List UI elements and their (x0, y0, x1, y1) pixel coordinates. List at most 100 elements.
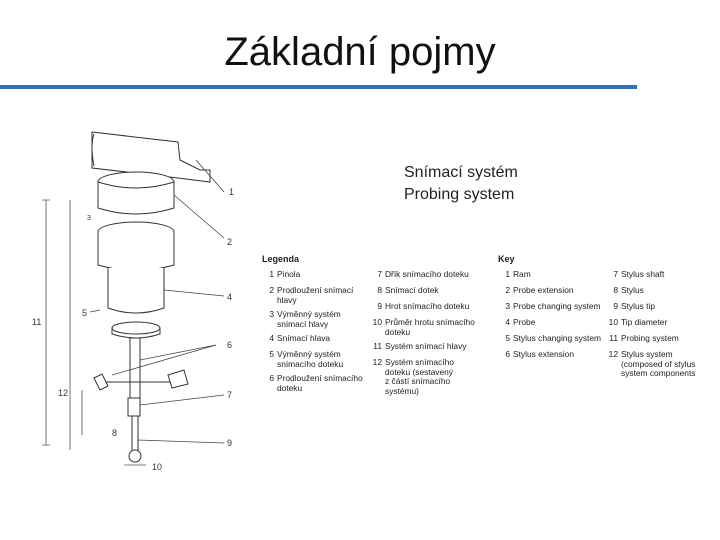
legend-item-line: Pinola (277, 269, 301, 279)
legend-item-number: 7 (377, 269, 382, 279)
legend-item-line: (composed of stylus (621, 358, 696, 369)
diagram-label-10: 10 (152, 462, 162, 472)
legend-item-line: Snímací dotek (385, 285, 439, 295)
legend-item-line: Průměr hrotu snímacího (385, 317, 475, 327)
dimension-lines (42, 199, 146, 466)
legend-item-line: Dřík snímacího doteku (385, 269, 469, 279)
legend-item-text: Ram (513, 269, 531, 280)
legend-item-text: Probing system (621, 333, 679, 344)
diagram-label-4: 4 (227, 292, 232, 302)
legend-item-number: 8 (377, 285, 382, 295)
diagram-label-6: 6 (227, 340, 232, 350)
legend-item-number: 3 (269, 309, 274, 319)
legend-item-line: Stylus (621, 285, 644, 295)
diagram-caption: Snímací systém Probing system (404, 162, 518, 206)
legend-item-line: Probing system (621, 333, 679, 343)
legend-item-line: snímacího doteku (277, 358, 344, 369)
legend-item-line: snímací hlavy (277, 318, 329, 329)
legend-item-line: systému) (385, 385, 419, 396)
leader-lines (89, 159, 225, 444)
slide-title: Základní pojmy (224, 30, 496, 74)
legend-item-number: 10 (608, 317, 618, 327)
diagram-label-3: 3 (87, 215, 91, 222)
legend-english-heading: Key (498, 254, 515, 264)
legend-item-number: 8 (613, 285, 618, 295)
legend-item-text: Systém snímací hlavy (385, 341, 467, 352)
legend-item-number: 6 (505, 349, 510, 359)
legend-item-number: 12 (608, 349, 618, 359)
ram-part (91, 131, 211, 183)
legend-item-number: 6 (269, 373, 274, 383)
legend-item-line: doteku (277, 382, 303, 393)
legend-item-number: 9 (613, 301, 618, 311)
caption-english: Probing system (404, 186, 515, 203)
legend-item-line: system components (621, 368, 696, 378)
diagram-label-12: 12 (58, 388, 68, 398)
legend-item-line: hlavy (277, 294, 297, 305)
legend-item-text: Stylus (621, 285, 644, 296)
diagram-label-7: 7 (227, 390, 232, 400)
legend-item-text: Probe extension (513, 285, 574, 296)
legend-item-number: 9 (377, 301, 382, 311)
legend-item-line: Stylus changing system (513, 333, 601, 343)
legend-item-text: Pinola (277, 269, 301, 280)
diagram-label-2: 2 (227, 237, 232, 247)
probing-system-drawing: 1 2 3 4 5 6 7 8 9 10 11 12 (32, 131, 234, 472)
legend-item-line: Stylus extension (513, 349, 574, 359)
legend-czech-heading: Legenda (262, 254, 300, 264)
legend-item-text: Stylus changing system (513, 333, 601, 344)
legend-item-line: Probe changing system (513, 301, 601, 311)
legend-item-line: Prodloužení snímacího (277, 373, 363, 383)
legend-item-line: Ram (513, 269, 531, 279)
legend-item-number: 2 (269, 285, 274, 295)
legend-item-line: Výměnný systém (277, 349, 341, 359)
legend-item-number: 1 (269, 269, 274, 279)
caption-czech: Snímací systém (404, 164, 518, 181)
legend-item-text: Stylus shaft (621, 269, 665, 280)
legend-item-number: 12 (372, 357, 382, 367)
legend-item-number: 5 (269, 349, 274, 359)
legend-item-line: Probe (513, 317, 536, 327)
legend-item-number: 5 (505, 333, 510, 343)
legend-item-line: Systém snímací hlavy (385, 341, 467, 351)
legend-item-number: 1 (505, 269, 510, 279)
legend-item-line: Prodloužení snímací (277, 285, 354, 295)
legend-item-number: 3 (505, 301, 510, 311)
legend-item-number: 7 (613, 269, 618, 279)
legend-item-line: Tip diameter (621, 317, 668, 327)
legend-item-line: doteku (385, 326, 411, 337)
legend-item-line: z částí snímacího (385, 376, 451, 386)
legend-item-number: 11 (609, 333, 618, 343)
diagram-label-1: 1 (229, 187, 234, 197)
legend-item-text: Probe changing system (513, 301, 601, 312)
legend-item-text: Tip diameter (621, 317, 668, 328)
diagram-label-8: 8 (112, 428, 117, 438)
title-underline (0, 85, 637, 89)
diagram-label-11: 11 (32, 317, 41, 327)
probe-extension-part (97, 171, 175, 215)
legend-item-text: Stylus extension (513, 349, 574, 360)
probe-part (97, 221, 175, 314)
legend-item-number: 10 (372, 317, 382, 327)
legend-item-number: 11 (373, 341, 382, 351)
legend-item-line: Stylus tip (621, 301, 655, 311)
legend-item-line: Výměnný systém (277, 309, 341, 319)
stylus-assembly (93, 337, 189, 463)
legend-item-line: Systém snímacího (385, 357, 454, 367)
legend-item-text: Hrot snímacího doteku (385, 301, 469, 312)
legend-item-text: Snímací hlava (277, 333, 330, 344)
legend-item-line: doteku (sestavený (385, 366, 453, 377)
legend-item-text: Stylus tip (621, 301, 655, 312)
diagram-label-9: 9 (227, 438, 232, 448)
legend-item-line: Stylus system (621, 349, 673, 359)
stylus-changing-disc (111, 321, 161, 339)
legend-item-line: Stylus shaft (621, 269, 665, 279)
